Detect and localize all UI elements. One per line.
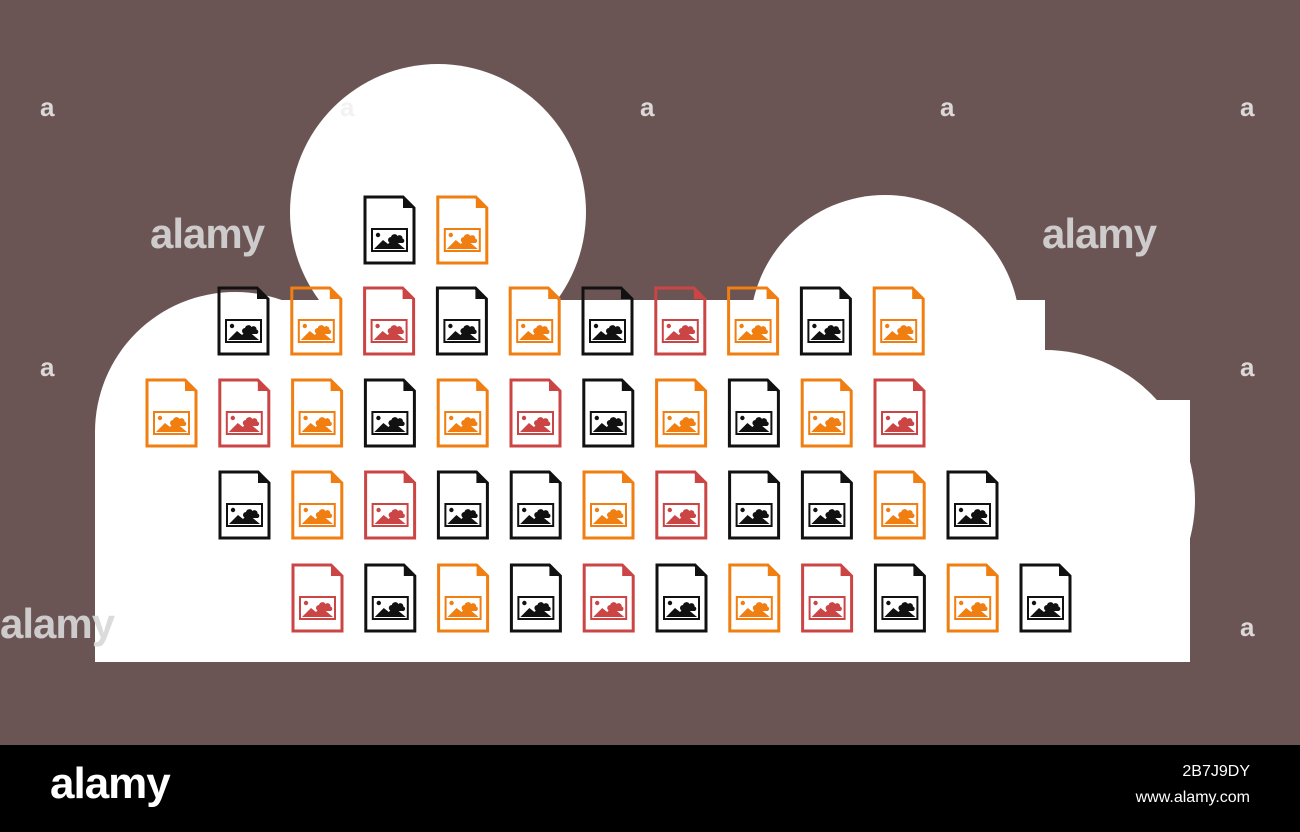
image-file-icon — [801, 563, 854, 633]
image-file-icon — [873, 470, 926, 540]
image-file-icon — [581, 286, 634, 356]
watermark-letter: a — [940, 92, 955, 122]
footer-logo: alamy — [50, 759, 171, 808]
image-file-icon — [364, 563, 417, 633]
image-file-icon — [946, 563, 999, 633]
watermark-word: alamy — [150, 210, 265, 257]
footer-image-id: 2B7J9DY — [1182, 763, 1250, 780]
image-file-icon — [218, 378, 271, 448]
image-file-icon — [728, 563, 781, 633]
image-file-icon — [364, 470, 417, 540]
watermark-letter: a — [40, 352, 55, 382]
watermark-letter: a — [1240, 92, 1255, 122]
image-file-icon — [217, 286, 270, 356]
image-file-icon — [508, 286, 561, 356]
footer-url: www.alamy.com — [1135, 789, 1250, 806]
image-file-icon — [800, 470, 853, 540]
image-file-icon — [437, 563, 490, 633]
image-file-icon — [582, 563, 635, 633]
image-file-icon — [291, 563, 344, 633]
image-file-icon — [582, 470, 635, 540]
image-file-icon — [1019, 563, 1072, 633]
watermark-letter: a — [40, 92, 55, 122]
image-file-icon — [655, 470, 708, 540]
image-file-icon — [436, 470, 489, 540]
image-file-icon — [218, 470, 271, 540]
image-file-icon — [655, 563, 708, 633]
image-file-icon — [873, 563, 926, 633]
image-file-icon — [145, 378, 198, 448]
image-file-icon — [800, 378, 853, 448]
image-file-icon — [509, 378, 562, 448]
image-file-icon — [872, 286, 925, 356]
image-file-icon — [727, 378, 780, 448]
image-file-icon — [363, 195, 416, 265]
image-file-icon — [873, 378, 926, 448]
image-file-icon — [363, 378, 416, 448]
watermark-letter: a — [1240, 612, 1255, 642]
watermark-letter: a — [1240, 352, 1255, 382]
image-file-icon — [582, 378, 635, 448]
cloud-shape — [95, 64, 1195, 662]
image-file-icon — [799, 286, 852, 356]
image-file-icon — [509, 563, 562, 633]
image-file-icon — [727, 286, 780, 356]
image-file-icon — [363, 286, 416, 356]
stock-footer-bar: alamy 2B7J9DY www.alamy.com — [0, 745, 1300, 832]
icon-grid — [145, 195, 1072, 633]
image-file-icon — [946, 470, 999, 540]
image-file-icon — [654, 286, 707, 356]
image-file-icon — [436, 195, 489, 265]
watermark-letter: a — [340, 92, 355, 122]
image-file-icon — [655, 378, 708, 448]
image-file-icon — [728, 470, 781, 540]
image-file-icon — [291, 378, 344, 448]
image-file-icon — [435, 286, 488, 356]
image-file-icon — [290, 286, 343, 356]
watermark-word: alamy — [1042, 210, 1157, 257]
image-file-icon — [291, 470, 344, 540]
image-file-icon — [436, 378, 489, 448]
image-file-icon — [509, 470, 562, 540]
watermark-word: alamy — [0, 600, 115, 647]
watermark-letter: a — [640, 92, 655, 122]
